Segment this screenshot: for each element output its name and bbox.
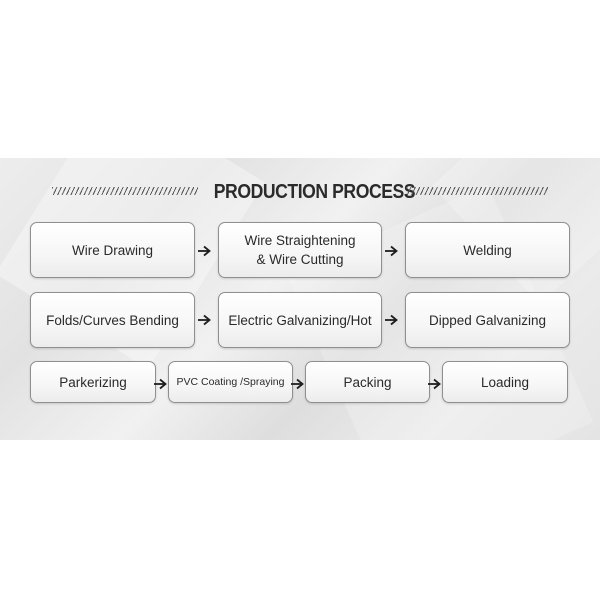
arrow-right-icon [198,245,212,257]
arrow-right-icon [291,378,305,390]
page-title: PRODUCTION PROCESS [213,181,416,203]
hatch-decoration-right [406,187,548,195]
step-loading: Loading [442,361,568,403]
arrow-right-icon [198,314,212,326]
step-electric-galvanizing-hot: Electric Galvanizing/Hot [218,292,382,348]
hatch-decoration-left [52,187,198,195]
step-packing: Packing [305,361,430,403]
arrow-right-icon [385,245,399,257]
step-parkerizing: Parkerizing [30,361,156,403]
step-folds-curves-bending: Folds/Curves Bending [30,292,195,348]
arrow-right-icon [385,314,399,326]
step-wire-straightening-cutting: Wire Straightening & Wire Cutting [218,222,382,278]
step-pvc-coating-spraying: PVC Coating /Spraying [168,361,293,403]
step-wire-drawing: Wire Drawing [30,222,195,278]
step-dipped-galvanizing: Dipped Galvanizing [405,292,570,348]
arrow-right-icon [428,378,442,390]
step-welding: Welding [405,222,570,278]
arrow-right-icon [154,378,168,390]
header: PRODUCTION PROCESS [52,178,548,206]
